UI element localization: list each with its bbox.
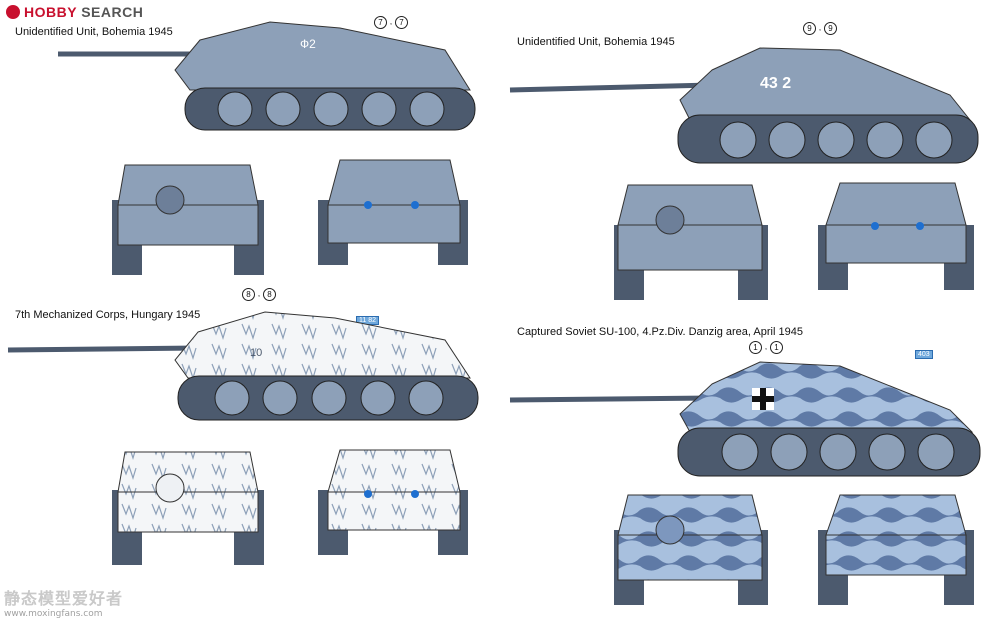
decal-number: 9 [803,22,816,35]
decal-callout-2: 9, 9 [803,22,837,35]
decal-number: 1 [770,341,783,354]
tactical-marking: 10 [250,347,262,359]
side-view-4 [509,361,981,477]
site-logo[interactable]: HOBBY SEARCH [6,4,143,20]
side-view-1: Ф2 [58,21,476,131]
decal-number: 9 [824,22,837,35]
side-view-2: 43 2 [509,47,979,164]
logo-search: SEARCH [81,4,144,20]
caption-profile-1: Unidentified Unit, Bohemia 1945 [15,26,173,38]
logo-text: HOBBY SEARCH [24,4,143,20]
caption-profile-3: 7th Mechanized Corps, Hungary 1945 [15,309,201,321]
decal-callout-1: 7, 7 [374,16,408,29]
rear-view-4 [818,494,974,605]
front-view-4 [614,494,768,605]
decal-number: 1 [749,341,762,354]
tactical-marking: 43 2 [760,75,791,92]
decal-callout-3: 8, 8 [242,288,276,301]
balkenkreuz-icon [752,388,774,410]
decal-number: 7 [374,16,387,29]
decal-number: 8 [263,288,276,301]
front-view-2 [614,184,768,300]
watermark: 静态模型爱好者 www.moxingfans.com [4,585,123,619]
decal-number: 7 [395,16,408,29]
logo-brand: HOBBY [24,4,77,20]
side-view-3: 10 [7,311,479,421]
decal-number: 8 [242,288,255,301]
watermark-chinese: 静态模型爱好者 [4,589,124,608]
front-view-1 [112,164,264,275]
caption-profile-4: Captured Soviet SU-100, 4.Pz.Div. Danzig… [517,326,803,338]
front-view-3 [112,451,264,565]
decal-callout-4: 1, 1 [749,341,783,354]
watermark-url: www.moxingfans.com [4,609,103,619]
rear-view-3 [318,449,468,555]
caption-profile-2: Unidentified Unit, Bohemia 1945 [517,36,675,48]
logo-icon [6,5,20,19]
tactical-marking: Ф2 [300,37,316,51]
decal-tag-4: 403 [915,350,933,359]
rear-view-1 [318,159,468,265]
rear-view-2 [818,182,974,290]
